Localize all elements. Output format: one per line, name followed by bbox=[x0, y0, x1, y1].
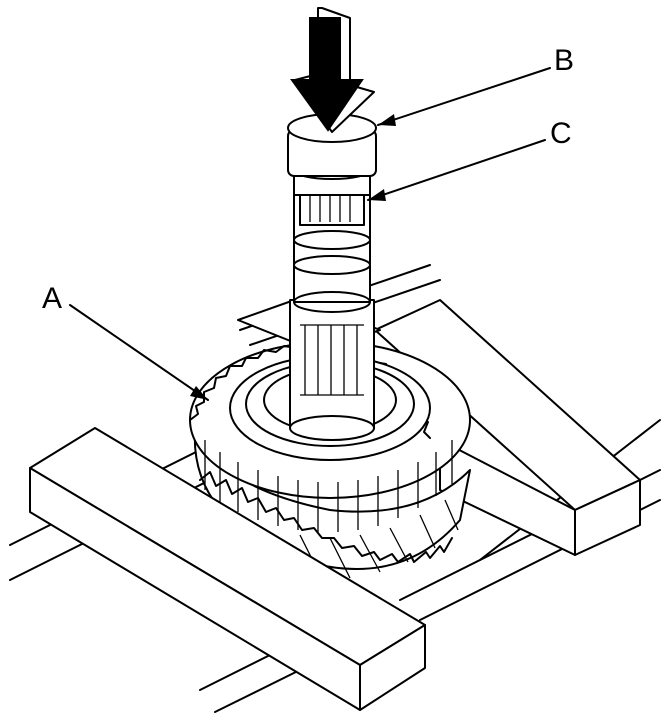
callout-leader-a bbox=[69, 304, 209, 401]
press-cap-b bbox=[287, 113, 377, 177]
down-arrow-icon bbox=[290, 7, 375, 133]
callout-label-b: B bbox=[554, 44, 574, 77]
callout-label-c: C bbox=[550, 117, 572, 150]
callout-label-a: A bbox=[42, 282, 62, 315]
callout-leader-c bbox=[367, 139, 546, 201]
callout-leader-b bbox=[377, 67, 551, 126]
shaft bbox=[289, 184, 375, 441]
left-support-block bbox=[29, 427, 426, 711]
right-support-block bbox=[374, 299, 641, 556]
